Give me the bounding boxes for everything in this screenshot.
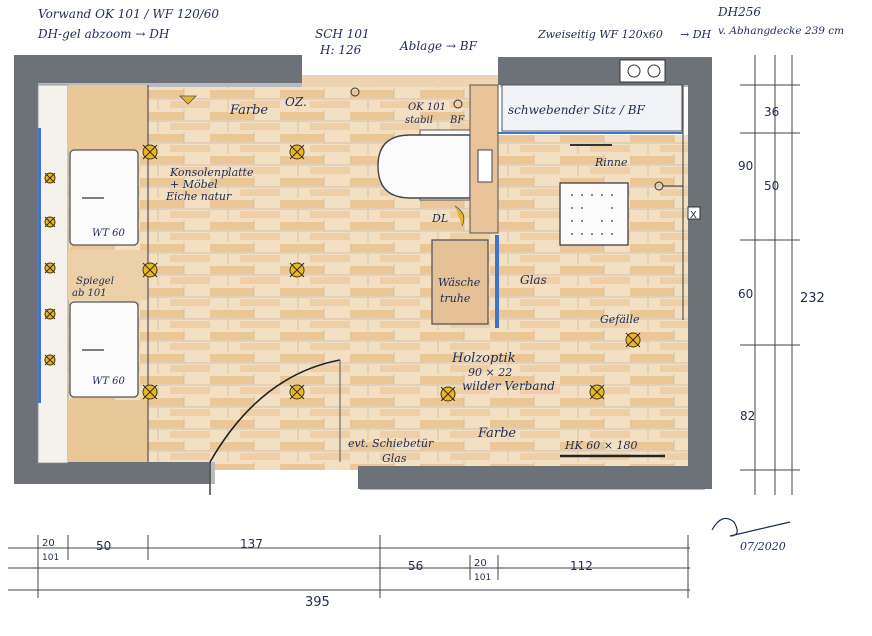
label-spiegel-1: Spiegel — [76, 276, 114, 287]
note-top-left-2: DH-gel abzoom → DH — [37, 27, 170, 41]
label-farbe-bottom: Farbe — [477, 426, 516, 441]
note-top-right-3: v. Abhangdecke 239 cm — [718, 25, 844, 37]
marker-x: X — [690, 210, 697, 221]
label-stabil: stabil — [405, 115, 433, 126]
spot-light-icon — [289, 262, 305, 278]
laundry-chest — [431, 239, 489, 325]
dim-bottom-20b: 20 — [474, 558, 487, 569]
dim-bottom-56: 56 — [408, 559, 423, 573]
dim-bottom-101a: 101 — [42, 553, 59, 563]
label-konsole-3: Eiche natur — [165, 190, 232, 203]
dl-light-icon — [454, 205, 465, 227]
label-floating-seat: schwebender Sitz / BF — [508, 103, 646, 117]
label-waesche-2: truhe — [440, 292, 471, 305]
spot-light-icon — [440, 386, 456, 402]
spot-light-icon — [142, 144, 158, 160]
note-shelf: Ablage → BF — [399, 39, 478, 53]
dim-bottom-112: 112 — [570, 559, 593, 573]
spot-light-icon — [44, 262, 56, 274]
label-oz: OZ. — [285, 95, 307, 109]
dim-right-90: 90 — [738, 159, 753, 173]
label-schiebetuer-2: Glas — [382, 452, 407, 465]
dim-bottom-395: 395 — [305, 595, 330, 610]
spot-lights — [44, 144, 641, 402]
dim-bottom-20a: 20 — [42, 538, 55, 549]
spot-light-icon — [589, 384, 605, 400]
dim-right-82: 82 — [740, 409, 755, 423]
dim-right-36: 36 — [764, 105, 779, 119]
label-dl: DL — [431, 212, 448, 225]
dim-bottom-137: 137 — [240, 537, 263, 551]
spot-light-icon — [289, 384, 305, 400]
label-konsole-1: Konsolenplatte — [169, 166, 254, 179]
label-glas: Glas — [520, 273, 547, 287]
label-rinne: Rinne — [594, 156, 628, 169]
label-waesche-1: Wäsche — [438, 276, 481, 289]
dimension-lines-right — [740, 55, 800, 495]
walls — [14, 55, 712, 490]
note-top-center-2: H: 126 — [319, 43, 362, 57]
label-spiegel-2: ab 101 — [72, 288, 107, 299]
label-konsole-2: + Möbel — [170, 178, 218, 191]
spot-light-icon — [625, 332, 641, 348]
washbasin-bottom — [69, 301, 139, 398]
note-top-right-1: Zweiseitig WF 120x60 — [537, 28, 663, 41]
label-holzoptik-2: 90 × 22 — [468, 366, 512, 379]
dim-right-60: 60 — [738, 287, 753, 301]
signature-mark — [711, 517, 791, 537]
spot-light-icon — [289, 144, 305, 160]
wall-markers — [350, 87, 701, 220]
dim-right-50: 50 — [764, 179, 779, 193]
left-vanity-cabinets — [37, 84, 149, 464]
note-top-center-1: SCH 101 — [315, 27, 370, 41]
note-top-right-dh: → DH — [680, 28, 712, 41]
dim-right-232: 232 — [800, 291, 825, 306]
spot-light-icon — [44, 308, 56, 320]
label-bf: BF — [449, 115, 465, 126]
label-wt-bottom: WT 60 — [92, 376, 125, 387]
wall-fixture-double — [619, 59, 666, 83]
label-holzoptik-1: Holzoptik — [451, 351, 516, 366]
spot-light-icon — [44, 216, 56, 228]
label-gefaelle: Gefälle — [600, 313, 640, 326]
door-swing — [209, 359, 341, 495]
label-okid: OK 101 — [408, 102, 446, 113]
label-wt-top: WT 60 — [92, 228, 125, 239]
dim-bottom-50: 50 — [96, 539, 111, 553]
label-heating: HK 60 × 180 — [564, 439, 638, 452]
label-schiebetuer-1: evt. Schiebetür — [348, 437, 434, 450]
wc-toilet — [377, 84, 499, 234]
spot-light-icon — [44, 172, 56, 184]
label-holzoptik-3: wilder Verband — [462, 379, 555, 393]
spot-light-icon — [142, 262, 158, 278]
spot-light-icon — [44, 354, 56, 366]
dimension-lines-bottom — [8, 535, 690, 598]
label-farbe-top: Farbe — [229, 103, 268, 118]
spot-light-icon — [142, 384, 158, 400]
note-top-left-1: Vorwand OK 101 / WF 120/60 — [38, 7, 219, 21]
glass-partition — [495, 85, 684, 328]
dim-bottom-101b: 101 — [474, 573, 491, 583]
signature-date: 07/2020 — [740, 540, 786, 553]
rain-shower — [559, 182, 629, 246]
lamp-icon — [179, 95, 197, 105]
note-top-right-2: DH256 — [717, 5, 761, 19]
floating-seat — [501, 84, 683, 132]
washbasin-top — [69, 149, 139, 246]
